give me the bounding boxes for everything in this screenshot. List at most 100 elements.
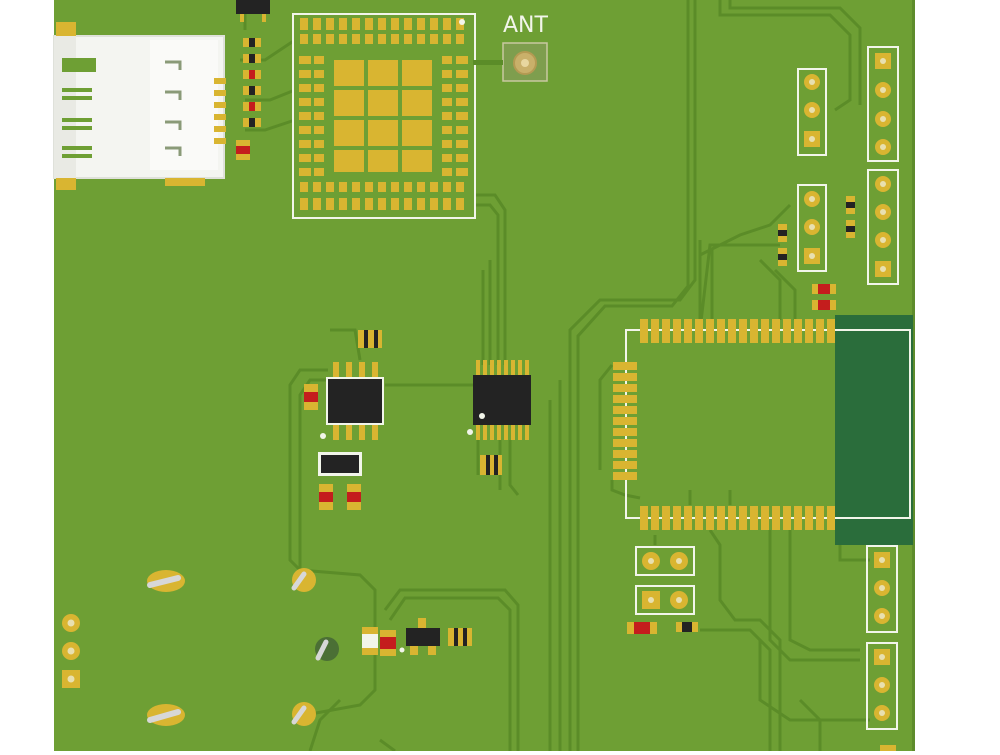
module-pin-bottom [695,506,703,530]
ic-pin [497,424,501,440]
module-pin-top [684,319,692,343]
ic-pin [476,424,480,440]
ic-passives [304,330,502,510]
header-j1 [797,68,827,156]
module-pin-bottom [640,506,648,530]
module-pad [314,84,324,92]
module-pin-bottom [805,506,813,530]
module-pin-left [613,395,637,403]
module-pad [456,34,464,44]
module-pin-top [827,319,835,343]
module-pad [430,34,438,44]
module-pad [365,182,373,192]
module-pad [417,182,425,192]
ic-pin [504,424,508,440]
module-pad [299,70,311,78]
module-pad [352,34,360,44]
module-pad [326,18,334,30]
module-pin-left [613,439,637,447]
module-pad [443,182,451,192]
module-pin-top [739,319,747,343]
module-pad [339,34,347,44]
module-pad [314,154,324,162]
module-pin-bottom [673,506,681,530]
module-pad [404,18,412,30]
module-pad [365,18,373,30]
module-pad [326,34,334,44]
module-pad [299,154,311,162]
ic-pin [518,360,522,376]
module-pad [378,34,386,44]
module-pad [430,182,438,192]
module-pad [326,182,334,192]
module-pad [442,112,452,120]
jumper-pair-1 [635,546,695,576]
module-pad [378,198,386,210]
copper-traces [240,0,870,753]
module-pin-bottom [750,506,758,530]
module-pin-left [613,428,637,436]
module-pin-top [761,319,769,343]
module-pad [456,126,468,134]
module-pin-bottom [761,506,769,530]
oval-pads [147,568,339,726]
module-pin-top [717,319,725,343]
module-pin-top [783,319,791,343]
module-pad [404,198,412,210]
module-pad [314,98,324,106]
module-pad [299,98,311,106]
module-pad [456,168,468,176]
module-pin-left [613,461,637,469]
module-pin-bottom [684,506,692,530]
module-pin-bottom [772,506,780,530]
module-pin-bottom [662,506,670,530]
module-pin-left [613,362,637,370]
module-pin-top [706,319,714,343]
antenna-label: ANT [503,13,549,38]
module-pad [417,18,425,30]
header-j6 [866,642,898,730]
module-pad [456,154,468,162]
module-pad [391,198,399,210]
ic-pin [497,360,501,376]
module-pad [299,112,311,120]
module-pin-top [662,319,670,343]
module-pad [456,98,468,106]
module-pad [326,198,334,210]
lower-resistors [362,622,698,656]
module-pad [339,182,347,192]
module-pin-top [794,319,802,343]
module-pad [314,126,324,134]
module-pad [365,34,373,44]
module-pin-left [613,373,637,381]
header-passives [778,196,855,310]
ic-pin [511,424,515,440]
module-pad [456,84,468,92]
module-pin-top [651,319,659,343]
bottom-edge-parts [835,535,913,751]
module-pin-left [613,406,637,414]
ic-pin [525,424,529,440]
module-pad [442,154,452,162]
module-pad [352,18,360,30]
module-pin-bottom [728,506,736,530]
module-pin-top [695,319,703,343]
module-pin-left [613,384,637,392]
ic-pin [483,360,487,376]
module-pad [314,56,324,64]
module-pad [456,56,468,64]
module-pad [443,34,451,44]
header-j5 [866,545,898,633]
module-pad [313,34,321,44]
module-pad [456,140,468,148]
module-pad [299,168,311,176]
module-pad [456,112,468,120]
module-pin-bottom [816,506,824,530]
module-pad [417,198,425,210]
module-pin-top [750,319,758,343]
module-pad [430,198,438,210]
module-pad [352,198,360,210]
module-pad [443,198,451,210]
